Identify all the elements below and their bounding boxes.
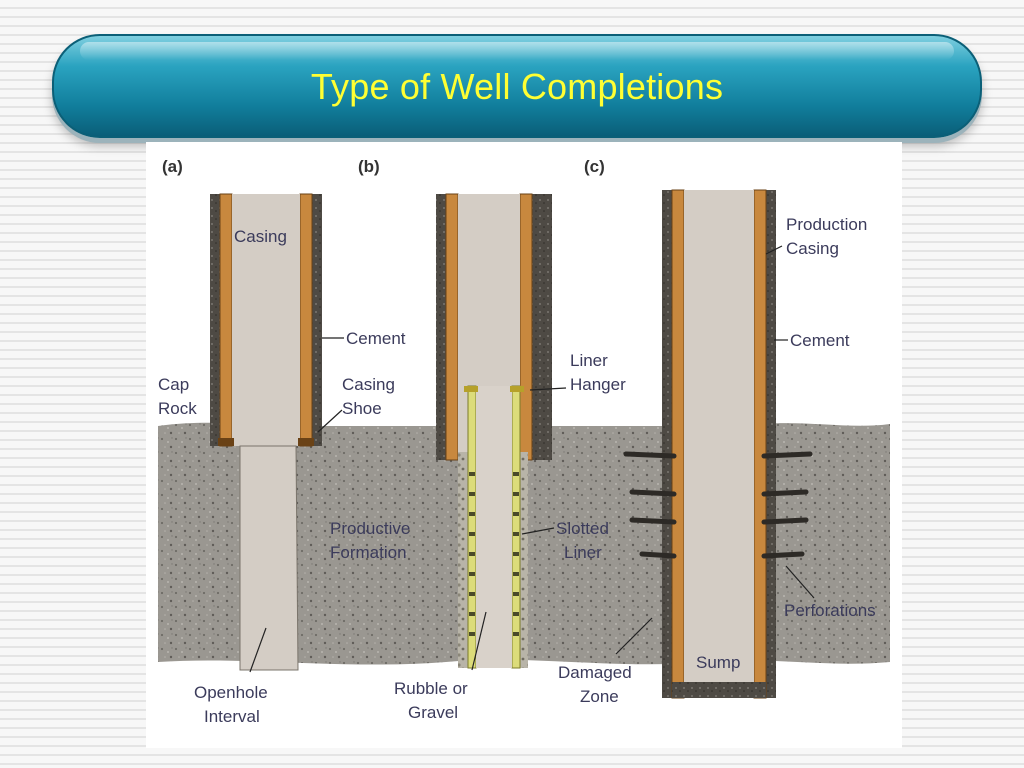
label-slotted-2: Liner xyxy=(564,543,602,562)
casing-wall-left xyxy=(219,193,233,447)
label-casing: Casing xyxy=(234,227,287,246)
label-liner-hanger-2: Hanger xyxy=(570,375,626,394)
label-openhole-1: Openhole xyxy=(194,683,268,702)
label-productive-1: Productive xyxy=(330,519,410,538)
label-damaged-2: Zone xyxy=(580,687,619,706)
casing-wall-right xyxy=(299,193,313,447)
casing-b-right xyxy=(519,193,533,461)
label-rubble-2: Gravel xyxy=(408,703,458,722)
perforation-tunnels xyxy=(623,451,813,559)
panel-b-letter: (b) xyxy=(358,157,380,176)
label-liner-hanger-1: Liner xyxy=(570,351,608,370)
slotted-liner-right xyxy=(511,385,521,669)
casing-shoe-right xyxy=(298,438,314,446)
liner-hanger-left xyxy=(464,386,478,392)
well-diagram-svg: (a) Casing Cement Cap Rock Casing Shoe P… xyxy=(158,157,890,726)
label-rock: Rock xyxy=(158,399,197,418)
bore-c xyxy=(684,190,754,698)
label-production-casing-1: Production xyxy=(786,215,867,234)
panel-a-letter: (a) xyxy=(162,157,183,176)
label-casing-shoe-2: Shoe xyxy=(342,399,382,418)
label-perforations: Perforations xyxy=(784,601,876,620)
bore-a xyxy=(232,194,300,446)
panel-c-letter: (c) xyxy=(584,157,605,176)
liner-hanger-right xyxy=(510,386,524,392)
label-sump: Sump xyxy=(696,653,740,672)
liner-bore xyxy=(476,386,512,668)
production-casing-left xyxy=(671,189,685,699)
label-damaged-1: Damaged xyxy=(558,663,632,682)
casing-shoe-left xyxy=(218,438,234,446)
label-cement-c: Cement xyxy=(790,331,850,350)
label-casing-shoe-1: Casing xyxy=(342,375,395,394)
label-cement-a: Cement xyxy=(346,329,406,348)
sump-bottom xyxy=(672,682,766,698)
well-completion-figure: (a) Casing Cement Cap Rock Casing Shoe P… xyxy=(146,142,902,748)
label-slotted-1: Slotted xyxy=(556,519,609,538)
openhole-interval xyxy=(239,445,299,671)
label-production-casing-2: Casing xyxy=(786,239,839,258)
production-casing-right xyxy=(753,189,767,699)
label-cap: Cap xyxy=(158,375,189,394)
panel-c: (c) Production Casing Cement Perfo xyxy=(558,157,876,706)
panel-a: (a) Casing Cement Cap Rock Casing Shoe P… xyxy=(158,157,410,726)
label-openhole-2: Interval xyxy=(204,707,260,726)
panel-b: (b) xyxy=(358,157,626,722)
title-banner: Type of Well Completions xyxy=(52,34,982,138)
casing-b-left xyxy=(445,193,459,461)
label-productive-2: Formation xyxy=(330,543,407,562)
slotted-liner-left xyxy=(467,385,477,669)
label-rubble-1: Rubble or xyxy=(394,679,468,698)
slide-title: Type of Well Completions xyxy=(310,66,724,107)
